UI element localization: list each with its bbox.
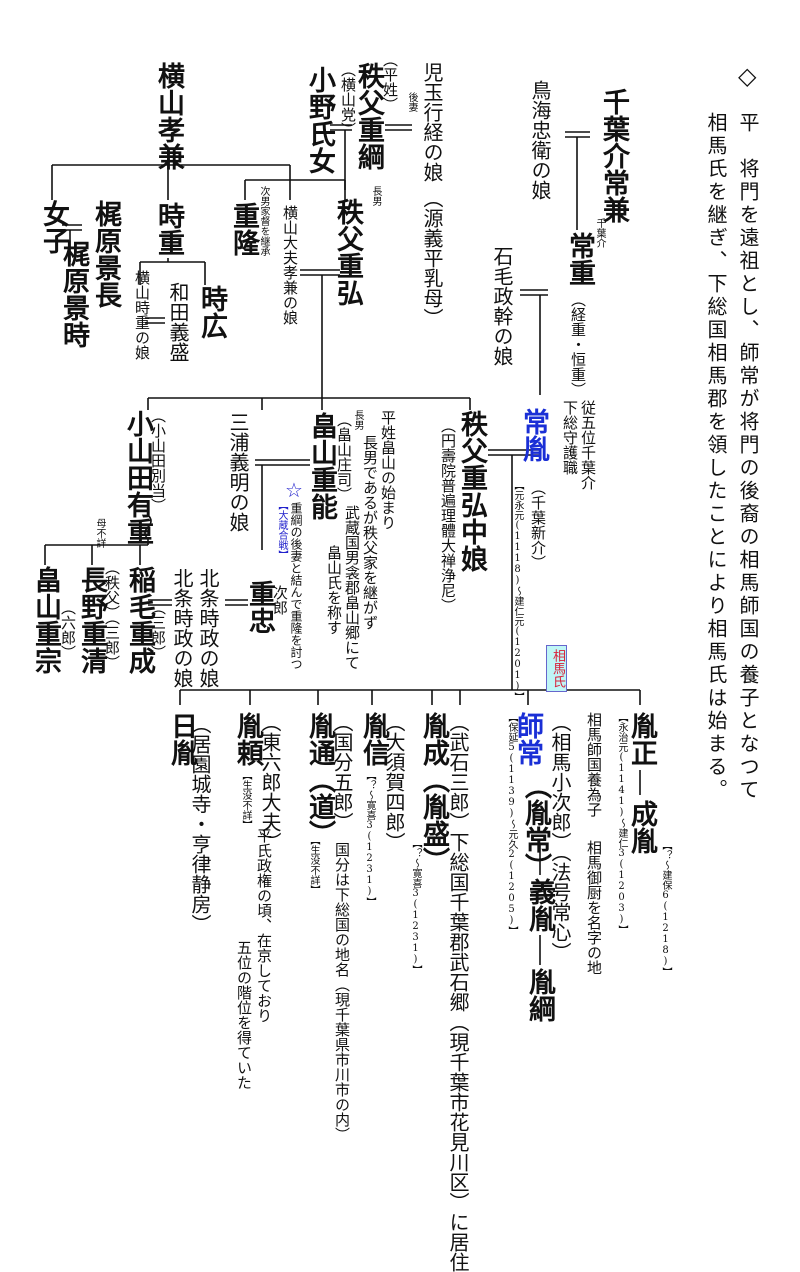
kodama-note: （源義平乳母） (420, 188, 444, 328)
tanemichi-note: （国分五郎） (330, 712, 354, 832)
moro-tsune-desc2: 相馬御厨を名字の地 (585, 840, 603, 975)
onoshi-note: （横山党） (339, 62, 357, 137)
onoshi-me: 小野氏女 (304, 66, 335, 174)
chichibu-shigetsuna: 秩父重綱 (353, 62, 384, 170)
tsunetane-desc2: 下総守護職 (561, 400, 579, 475)
hichi: 日胤 (166, 712, 197, 766)
hojo-daughter-1: 北条時政の娘 (170, 568, 194, 688)
nagano-tag: （秩父） (103, 560, 121, 620)
toki-shige: 時重 (153, 202, 184, 256)
enju-note: （円壽院普遍理體大禅浄尼） (439, 418, 457, 613)
tanenobu: 胤信 (358, 712, 389, 766)
hatakeyama-desc1: 平姓畠山の始まり (379, 410, 397, 530)
shigetaka-note: 次男家督を継承 (258, 186, 269, 256)
shigemune-note: （六郎） (59, 600, 77, 660)
yoshitane: 義胤 (524, 878, 555, 932)
moro-tsune-alt: （胤常） (520, 772, 551, 880)
nagano-shigekiyo: 長野重清 (76, 566, 107, 674)
tanemichi-dates: 【生没不詳】 (308, 835, 319, 895)
intro-col2: 相馬氏を継ぎ、下総国相馬郡を領したことにより相馬氏は始まる。 (704, 112, 728, 802)
tsunetane-dates: 【元永元(1118)～建仁元(1201)】 (512, 480, 523, 702)
moro-tsune-note: （相馬小次郎）（法号常心） (548, 712, 572, 962)
shigetaka: 重隆 (228, 202, 259, 256)
tanenobu-dates: 【？～寛喜3(1231)】 (364, 770, 375, 907)
chokai-daughter: 鳥海忠衛の娘 (528, 80, 552, 200)
tanemichi: 胤通（道） (304, 712, 335, 847)
tanenori-desc1: 平氏政権の頃、在京しており (255, 828, 273, 1023)
hatakeyama-desc4: 畠山氏を称す (325, 545, 343, 635)
takeishi-note: （武石三郎）下総国千葉郡武石郷（現千葉市花見川区）に居住 (446, 712, 470, 1272)
chichibu-note: （平姓） (381, 52, 399, 112)
hatakeyama-note: （畠山庄司） (335, 412, 353, 502)
genealogy-lines (44, 124, 641, 965)
tanetsuna: 胤綱 (524, 968, 555, 1022)
tanenari-dates: 【？～寛喜3(1231)】 (410, 838, 421, 975)
star-note: 重綱の後妻と結んで重隆を討つ (289, 502, 303, 670)
tanemasa-dates: 【永治元(1141)～建仁3(1203)】 (616, 712, 627, 935)
yokoyama-daibu-daughter: 横山大夫孝兼の娘 (281, 205, 299, 325)
nagano-note: （三郎） (103, 610, 121, 670)
hatakeyama-tag: 長男 (352, 410, 363, 430)
tanenori-dates: 【生没不詳】 (240, 770, 251, 830)
miura-daughter: 三浦義明の娘 (226, 412, 250, 532)
mother-unknown: 母不詳 (94, 518, 105, 548)
shigehiro-tag: 長男 (370, 186, 381, 206)
tsuneshige-tag: 千葉介 (594, 218, 605, 248)
moro-tsune-desc1: 相馬師国養為子 (585, 712, 603, 817)
tsunetane-desc1: 従五位千葉介 (579, 400, 597, 490)
tanemasa: 胤正 (626, 712, 657, 766)
star-icon: ☆ (282, 478, 306, 502)
hatakeyama-shigemune: 畠山重宗 (30, 566, 61, 674)
diamond-icon: ◇ (738, 62, 757, 90)
oyamada-note: （小山田別当） (149, 408, 167, 513)
tsunetane: 常胤 (518, 408, 549, 462)
tanenari: 胤成（胤盛） (418, 712, 449, 874)
oyamada-arishige: 小山田有重 (122, 410, 153, 545)
tanenori-desc2: 五位の階位を得ていた (235, 940, 253, 1090)
tsuneshige: 常重 (564, 232, 595, 286)
tanenobu-note: （大須賀四郎） (382, 712, 406, 852)
ishige-daughter: 石毛政幹の娘 (490, 246, 514, 366)
tanenori: 胤頼 (232, 712, 263, 766)
soma-clan-badge: 相馬氏 (546, 645, 567, 692)
chichibu-shigehiro-daughter: 秩父重弘中娘 (456, 410, 487, 572)
chichibu-shigehiro: 秩父重弘 (332, 198, 363, 306)
inage-shigenari: 稲毛重成 (124, 566, 155, 674)
chiba-tsunekane: 千葉介常兼 (598, 88, 629, 223)
tsunetane-note: （千葉新介） (529, 480, 547, 570)
joshi: 女子 (38, 200, 69, 254)
hatakeyama-desc3: 武蔵国男衾郡畠山郷にて (343, 505, 361, 670)
kajiwara-kagetoki: 梶原景時 (58, 240, 89, 348)
hatakeyama-shigeyoshi: 畠山重能 (306, 412, 337, 520)
wada-yoshimori: 和田義盛 (166, 282, 190, 362)
moro-tsune: 師常 (512, 712, 543, 766)
naritane: 成胤 (626, 800, 657, 854)
yokoyama-takakane: 横山孝兼 (153, 62, 184, 170)
tsuneshige-note: （経重・恒重） (569, 292, 587, 397)
hichi-note: （居園城寺・亨律静房） (188, 714, 212, 934)
toki-hiro: 時広 (196, 285, 227, 339)
kodama-daughter: 児玉行経の娘 (420, 62, 444, 182)
shigetada-tag: 次郎 (271, 585, 289, 615)
tanenori-note: （東六郎大夫） (258, 712, 282, 852)
hatakeyama-desc2: 長男であるが秩父家を継がず (361, 435, 379, 630)
moro-tsune-dates: 【保延5(1139)～元久2(1205)】 (506, 712, 517, 936)
shigetada: 重忠 (244, 580, 275, 634)
yokoyama-tokishige-daughter: 横山時重の娘 (133, 270, 151, 360)
okura-battle: 【大蔵合戦】 (276, 500, 287, 560)
naritane-dates: 【？～建保6(1218)】 (660, 840, 671, 977)
inage-note: （三郎） (149, 600, 167, 660)
tanemichi-desc: 国分は下総国の地名（現千葉県市川市の内） (333, 842, 351, 1142)
intro-col1: 平 将門を遠祖とし、師常が将門の後裔の相馬師国の養子となつて (736, 112, 760, 802)
hojo-daughter-2: 北条時政の娘 (196, 568, 220, 688)
kajiwara-kagenaga: 梶原景長 (90, 200, 121, 308)
kodama-tag: 後妻 (406, 92, 417, 112)
